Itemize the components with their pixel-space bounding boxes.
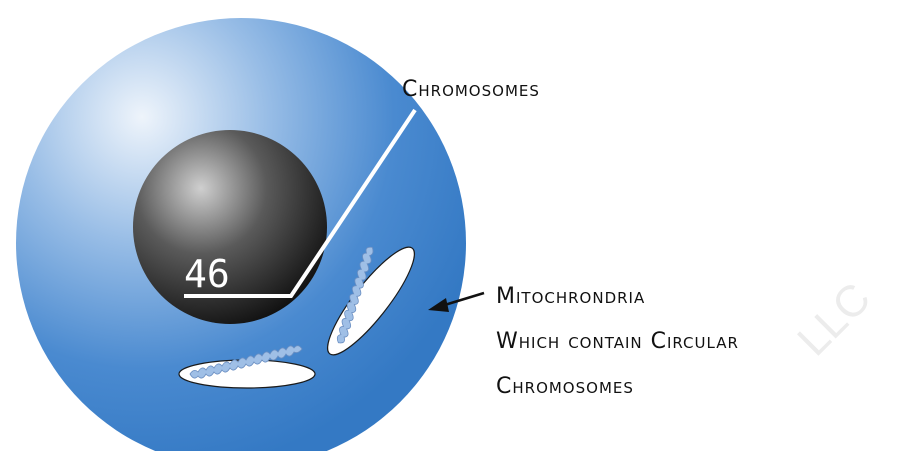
chromosomes-label: Chromosomes [402,77,540,102]
mitochondria-label-line2: Which contain Circular [496,329,739,354]
chromosome-count: 46 [184,252,230,296]
mitochondria-label-line3: Chromosomes [496,374,634,399]
mitochondria-label-line1: Mitochrondria [496,284,645,309]
watermark: LLC [788,274,880,366]
